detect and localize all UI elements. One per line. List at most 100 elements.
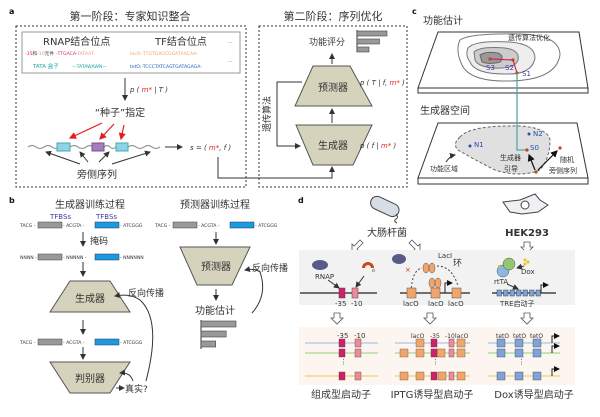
tfbs-box (229, 221, 255, 229)
minus10-box (354, 371, 362, 381)
ga-loop-arrow (276, 81, 302, 149)
sequence-text: - NNNNN - (63, 255, 87, 261)
function-score-label: 功能评分 (309, 36, 345, 48)
predictor-training-title: 预测器训练过程 (180, 198, 250, 211)
constitutive-promoter-label: 组成型启动子 (311, 388, 371, 401)
minus35-label: -35 (430, 333, 440, 340)
teto-box (532, 338, 542, 348)
backprop-arrow (114, 292, 154, 382)
flanking-sequence (27, 144, 161, 150)
minus10-box (448, 348, 455, 358)
score-bar (356, 38, 380, 45)
functional-region (454, 125, 551, 175)
score-bars (356, 30, 388, 53)
tfbs-box (37, 338, 63, 346)
random-flank-label: 旁侧序列 (549, 166, 577, 175)
random-point (534, 170, 538, 174)
guide-arrow (527, 153, 536, 171)
estimate-bar (200, 340, 216, 348)
sequence-text: - ACGTA - (63, 223, 85, 229)
flank-label: 旁侧序列 (77, 168, 117, 181)
flank-arrow (79, 151, 89, 163)
laco-box (430, 287, 441, 299)
minus10-box (354, 338, 362, 348)
laco-box (415, 338, 425, 348)
laco-box (399, 371, 409, 381)
dox-promoter-label: Dox诱导型启动子 (494, 388, 573, 401)
ellipsis: ... (228, 40, 232, 45)
laci-icon (422, 262, 430, 274)
laco-sequence: lacO:-TTGTGAGCGGATAACAA- (130, 51, 198, 57)
generator-label: 生成器 (318, 139, 348, 152)
function-estimate-label: 功能估计 (195, 304, 235, 317)
tf-heading: TF结合位点 (154, 35, 207, 48)
teto-box (496, 338, 506, 348)
minus10-box (354, 348, 362, 358)
rtta-icon (502, 257, 516, 271)
teto-box (516, 289, 522, 297)
teto-box (532, 371, 542, 381)
minus10-box (351, 287, 359, 299)
point-n1 (468, 144, 472, 148)
tata-sequence: —TATAWAWN— (72, 64, 107, 70)
estimate-bar (200, 330, 227, 338)
ecoli-label: 大肠杆菌 (367, 226, 407, 239)
laci-label: LacI (438, 252, 452, 260)
element-label: -35和-10元件-TTGACA-TATAAT- (25, 50, 95, 57)
dox-label: Dox (521, 268, 535, 276)
teto-box (496, 371, 506, 381)
tfbs-box (172, 221, 198, 229)
promoter-arrow-icon (551, 333, 560, 343)
laco-box (456, 371, 466, 381)
estimate-bar (200, 320, 237, 328)
tfbs-box (37, 253, 63, 261)
flagellum-icon (394, 213, 398, 224)
feedback-arrow (119, 369, 134, 382)
s-formula: s = ( m*, f ) (190, 144, 231, 152)
laco-label: lacO (403, 300, 419, 308)
teto-box (529, 289, 535, 297)
minus10-label: -10 (445, 333, 455, 340)
laco-label: lacO (448, 300, 464, 308)
connector-arrow (217, 157, 335, 179)
minus35-box (430, 371, 438, 381)
minus35-box (338, 287, 346, 299)
teto-box (535, 289, 541, 297)
panel-d: d 大肠杆菌 HEK293 RNAP σ -35 -10 × LacI 环 la… (298, 193, 575, 401)
teto-box (496, 289, 502, 297)
sequence-text: - ATCGGG (255, 223, 278, 229)
laco-box (436, 348, 446, 358)
discriminator-shape (49, 361, 131, 394)
flank-arrow (45, 150, 81, 165)
panel-label: a (9, 7, 14, 16)
bottom-plane-title: 生成器空间 (420, 104, 470, 117)
panel-label: d (298, 196, 304, 205)
teto-box (522, 289, 528, 297)
estimate-bars (200, 320, 237, 348)
laco-box (456, 338, 466, 348)
laco-label: lacO (428, 300, 444, 308)
plane-edge (417, 87, 589, 94)
promoter-arrow-icon (540, 282, 549, 293)
backprop-label: 反向传播 (252, 262, 288, 274)
generator-shape (295, 124, 373, 166)
point-s3 (488, 57, 492, 61)
laco-box (415, 348, 425, 358)
binding-arrow (355, 275, 365, 288)
random-point (558, 146, 562, 150)
binding-arrow (327, 279, 340, 289)
teto-box (514, 371, 524, 381)
functional-region-label: 功能区域 (430, 164, 458, 173)
flank-arrow (111, 150, 151, 165)
minus35-label: -35 (337, 332, 348, 340)
promoter-arrow-icon (551, 366, 560, 376)
panel-c: c 功能估计 遗传算法优化 S3 S2 S1 生成器空间 N1 N2 S0 功能… (412, 7, 589, 185)
region-arrow (445, 153, 456, 163)
generator-label: 生成器 (75, 292, 105, 305)
tata-label: TATA 盒子 (32, 62, 59, 70)
top-plane-title: 功能估计 (423, 14, 463, 27)
tfbs-box (94, 253, 120, 261)
stage2-box (258, 25, 408, 188)
teto-sequence: tetO:-TCCCTATCAGTGATAGAGA- (130, 64, 202, 70)
